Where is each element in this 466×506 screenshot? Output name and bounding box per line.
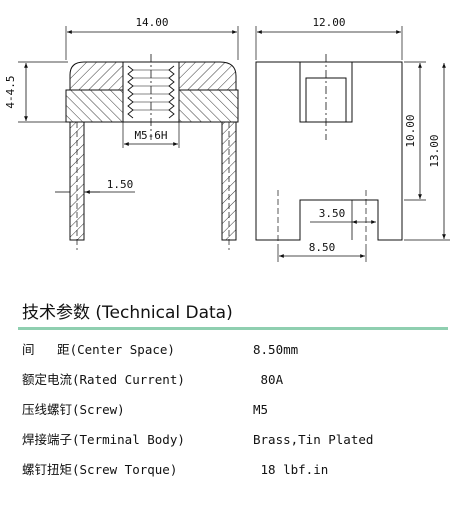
spec-value: Brass,Tin Plated xyxy=(253,432,374,447)
spec-row: 间 距(Center Space) 8.50mm xyxy=(22,335,462,365)
spec-value: 18 lbf.in xyxy=(253,462,329,477)
thread-label: M5-6H xyxy=(134,129,167,142)
spec-row: 螺钉扭矩(Screw Torque) 18 lbf.in xyxy=(22,455,462,485)
section-title: 技术参数 (Technical Data) xyxy=(22,303,233,323)
spec-value: 8.50mm xyxy=(253,342,299,357)
spec-label: 压线螺钉(Screw) xyxy=(22,402,125,417)
slot-width-label: 3.50 xyxy=(319,207,346,220)
spec-label: 螺钉扭矩(Screw Torque) xyxy=(22,462,178,477)
spec-label: 间 距(Center Space) xyxy=(22,342,175,357)
technical-drawing: 14.00 4-4.5 M5-6H 1.50 12.00 xyxy=(4,16,450,262)
inner-height-label: 10.00 xyxy=(404,114,417,147)
spec-table: 间 距(Center Space) 8.50mm 额定电流(Rated Curr… xyxy=(22,335,462,485)
spec-value: M5 xyxy=(253,402,269,417)
total-height-label: 13.00 xyxy=(428,134,441,167)
front-width-label: 14.00 xyxy=(135,16,168,29)
front-height-label: 4-4.5 xyxy=(4,75,17,108)
spec-row: 焊接端子(Terminal Body) Brass,Tin Plated xyxy=(22,425,462,455)
front-view xyxy=(18,26,239,250)
side-width-label: 12.00 xyxy=(312,16,345,29)
spec-value: 80A xyxy=(253,372,284,387)
spec-row: 额定电流(Rated Current) 80A xyxy=(22,365,462,395)
pitch-label: 8.50 xyxy=(309,241,336,254)
spec-label: 额定电流(Rated Current) xyxy=(22,372,185,387)
spec-label: 焊接端子(Terminal Body) xyxy=(22,432,185,447)
side-view xyxy=(255,26,450,262)
leg-width-label: 1.50 xyxy=(107,178,134,191)
spec-row: 压线螺钉(Screw) M5 xyxy=(22,395,462,425)
section-divider xyxy=(18,327,448,330)
